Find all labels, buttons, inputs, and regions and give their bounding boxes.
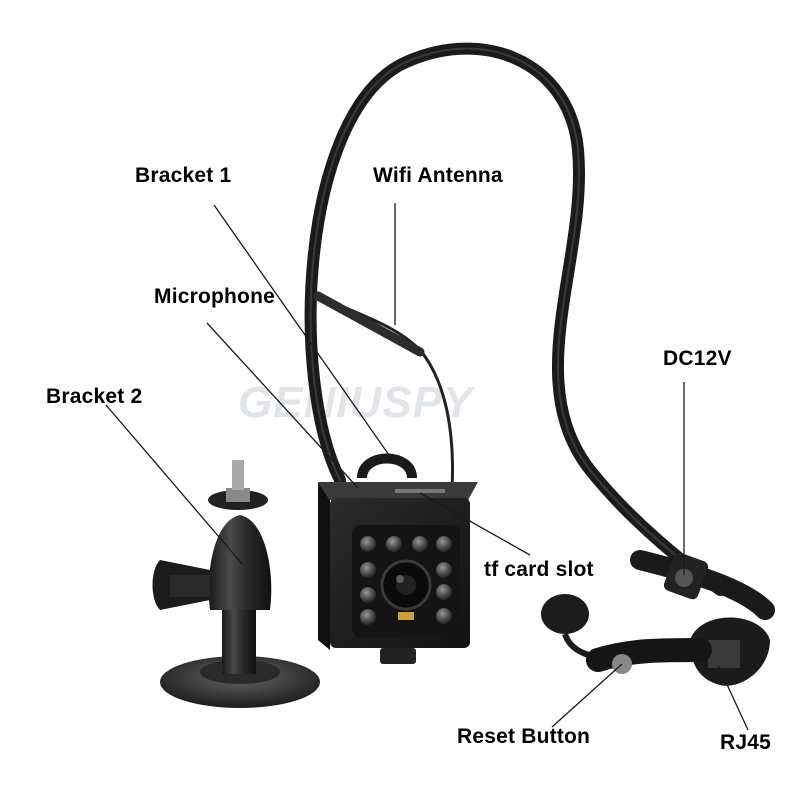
label-microphone: Microphone <box>154 285 275 308</box>
label-reset-button: Reset Button <box>457 725 591 748</box>
rj45-port <box>708 640 740 668</box>
label-bracket-1: Bracket 1 <box>135 164 232 187</box>
leader-lines <box>105 203 749 731</box>
connector-assembly <box>541 550 775 686</box>
ir-led-array <box>360 536 452 625</box>
label-dc12v: DC12V <box>663 347 732 370</box>
brand-watermark: GENIUSPY <box>238 378 474 427</box>
label-rj45: RJ45 <box>720 731 772 754</box>
wifi-antenna-wire <box>313 291 454 491</box>
label-tf-card-slot: tf card slot <box>484 558 594 581</box>
bracket-2-mount <box>152 460 320 708</box>
power-cable <box>304 42 726 596</box>
label-wifi-antenna: Wifi Antenna <box>373 164 503 187</box>
camera-body <box>318 453 478 664</box>
label-bracket-2: Bracket 2 <box>46 385 143 408</box>
